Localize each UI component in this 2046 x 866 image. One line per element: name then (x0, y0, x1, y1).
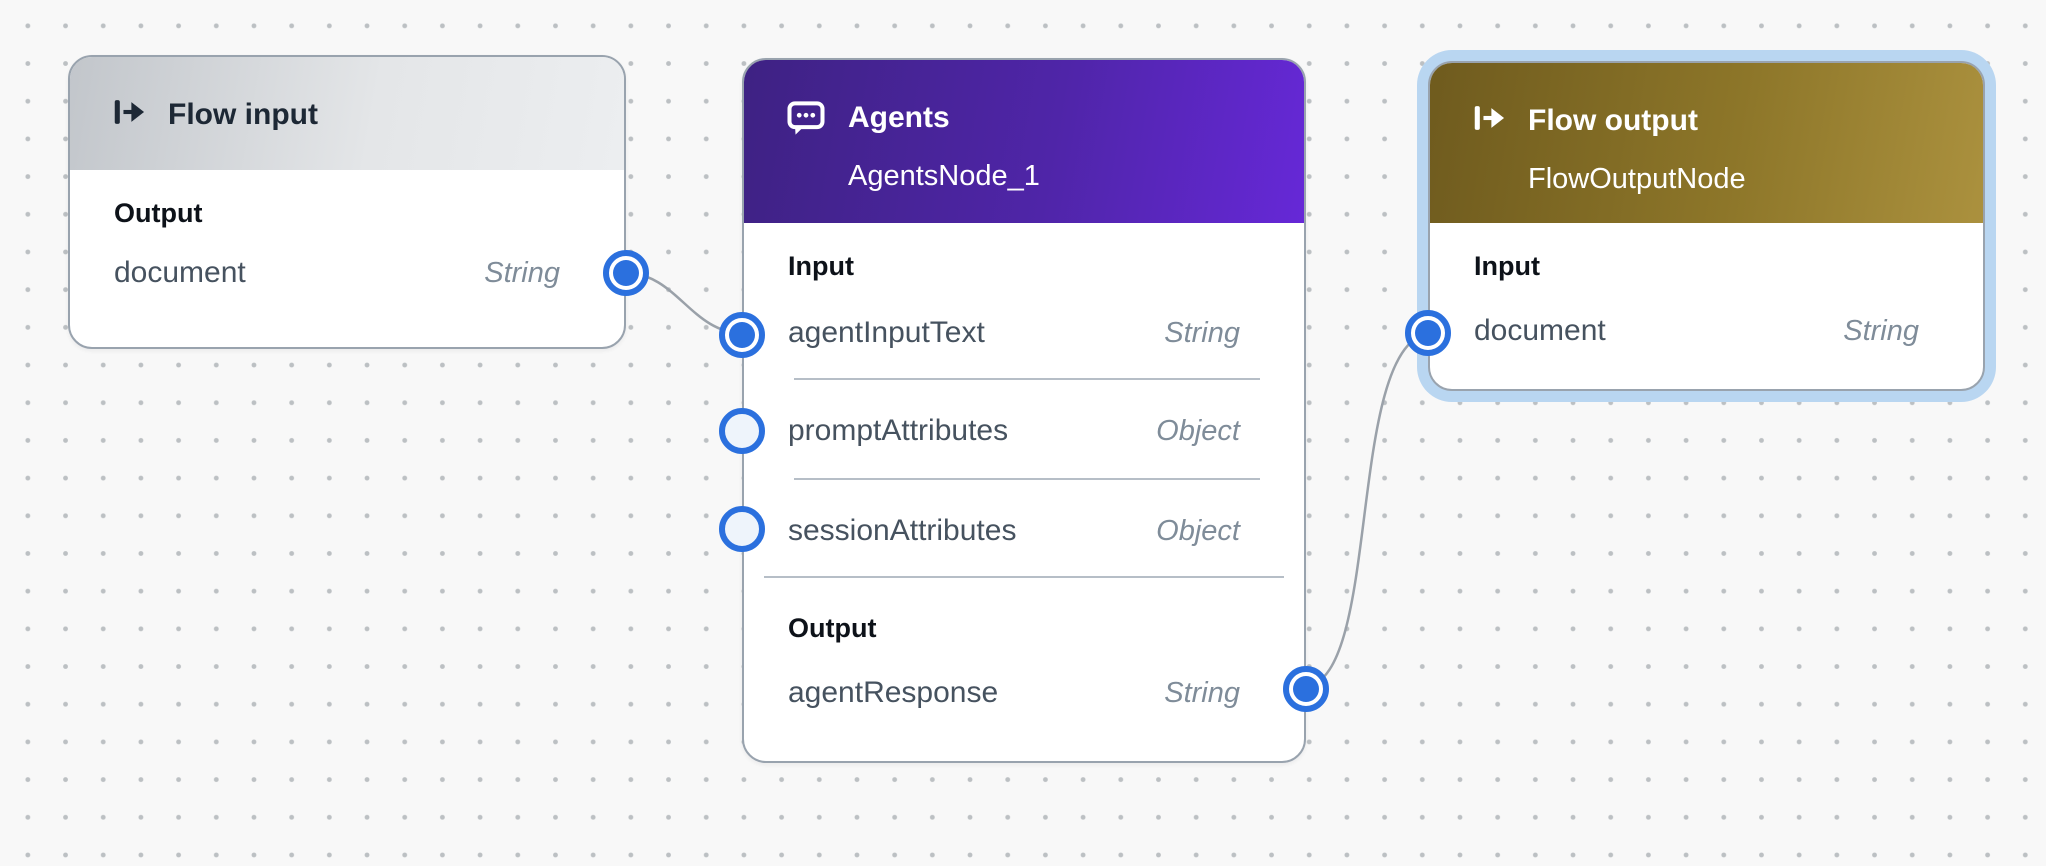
node-subtitle: AgentsNode_1 (848, 160, 1040, 192)
param-row-promptAttributes: promptAttributes Object (788, 410, 1240, 452)
node-agents-header: Agents AgentsNode_1 (744, 60, 1304, 223)
param-name: agentResponse (788, 676, 999, 709)
param-row-document: document String (114, 252, 560, 294)
param-type: Object (1156, 515, 1240, 547)
param-name: promptAttributes (788, 414, 1009, 447)
section-label-input: Input (788, 251, 854, 281)
node-subtitle: FlowOutputNode (1528, 163, 1746, 195)
node-flow-input[interactable]: Flow input Output document String (68, 55, 649, 349)
node-agents[interactable]: Agents AgentsNode_1 Input agentInputText… (719, 58, 1329, 763)
section-label-input: Input (1474, 251, 1540, 281)
param-name: sessionAttributes (788, 514, 1017, 547)
node-title: Flow output (1528, 104, 1698, 137)
param-type: String (1164, 677, 1240, 709)
param-type: String (1164, 317, 1240, 349)
param-row-document: document String (1474, 310, 1919, 352)
section-label-output: Output (788, 613, 877, 643)
param-row-agentResponse: agentResponse String (788, 672, 1240, 714)
section-label-output: Output (114, 198, 203, 228)
param-name: document (1474, 314, 1606, 347)
param-row-agentInputText: agentInputText String (788, 312, 1240, 354)
flow-output-icon (1470, 99, 1508, 137)
node-title: Agents (848, 101, 950, 134)
flow-input-icon (110, 93, 148, 131)
param-row-sessionAttributes: sessionAttributes Object (788, 510, 1240, 552)
port-agents-promptAttributes-in[interactable] (719, 408, 765, 454)
param-type: String (484, 257, 560, 289)
node-flow-input-header: Flow input (70, 57, 624, 170)
param-type: Object (1156, 415, 1240, 447)
node-flow-output[interactable]: Flow output FlowOutputNode Input documen… (1405, 61, 1985, 391)
port-agents-agentResponse-out[interactable] (1283, 666, 1329, 712)
param-divider (794, 478, 1260, 480)
port-agents-sessionAttributes-in[interactable] (719, 506, 765, 552)
port-flowoutput-document-in[interactable] (1405, 310, 1451, 356)
node-flow-output-header: Flow output FlowOutputNode (1430, 63, 1983, 223)
param-divider (794, 378, 1260, 380)
node-title: Flow input (168, 98, 318, 131)
param-name: agentInputText (788, 316, 985, 349)
edge-agents-to-flowoutput[interactable] (1305, 331, 1429, 689)
section-divider (764, 576, 1284, 578)
chat-bubble-icon (784, 96, 828, 140)
port-agents-agentInputText-in[interactable] (719, 312, 765, 358)
param-name: document (114, 256, 246, 289)
param-type: String (1843, 315, 1919, 347)
port-flowinput-document-out[interactable] (603, 250, 649, 296)
